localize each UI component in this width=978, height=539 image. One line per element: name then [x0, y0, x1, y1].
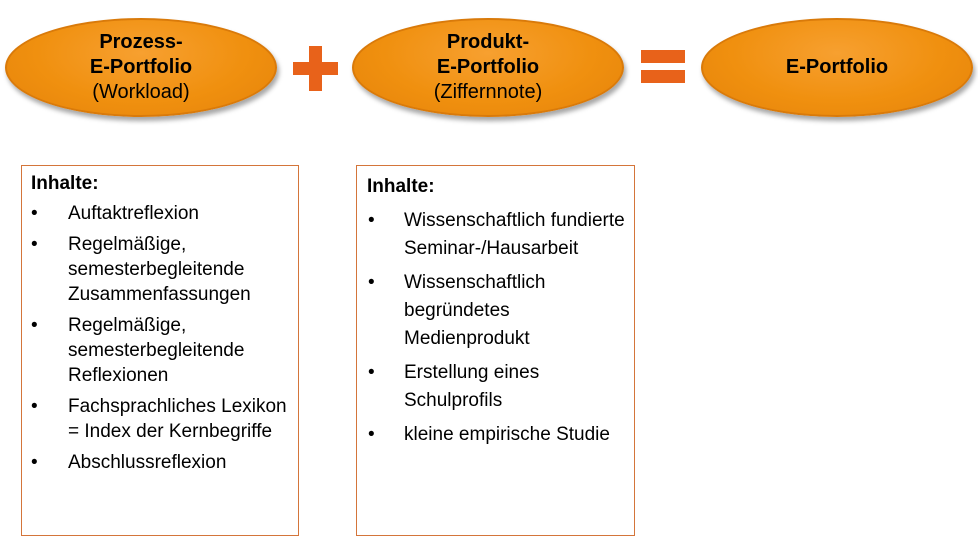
list-item-text: Regelmäßige, semesterbegleitende Zusamme… — [68, 234, 251, 305]
list-item: • Wissenschaftlich begründetes Medienprod… — [357, 269, 634, 353]
bullet-icon: • — [368, 210, 375, 231]
ellipse-line: E-Portfolio — [436, 56, 540, 78]
bullet-icon: • — [31, 203, 38, 224]
list-item: • Fachsprachliches Lexikon = Index der Ke… — [22, 394, 298, 444]
list-item-text: Regelmäßige, semesterbegleitende Reflexi… — [68, 315, 245, 386]
list-item-text: Abschlussreflexion — [68, 452, 227, 473]
list-item-text: Wissenschaftlich begründetes Medienprodu… — [404, 272, 546, 349]
list-item-text: kleine empirische Studie — [404, 424, 610, 445]
list-item: • Wissenschaftlich fundierte Seminar-/Hau… — [357, 207, 634, 263]
content-list: • Wissenschaftlich fundierte Seminar-/Hau… — [357, 207, 634, 455]
produkt-content-box: Inhalte: • Wissenschaftlich fundierte Sem… — [356, 165, 635, 536]
ellipse-line: Prozess- — [99, 31, 183, 53]
ellipse-line: Produkt- — [446, 31, 530, 53]
list-item: • kleine empirische Studie — [357, 421, 634, 449]
plus-icon — [309, 46, 322, 91]
content-list: • Auftaktreflexion • Regelmäßige, semester… — [22, 201, 298, 481]
bullet-icon: • — [368, 272, 375, 293]
bullet-icon: • — [31, 315, 38, 336]
bullet-icon: • — [368, 424, 375, 445]
list-item-text: Auftaktreflexion — [68, 203, 199, 224]
equals-icon — [641, 70, 685, 83]
box-title: Inhalte: — [31, 173, 99, 194]
produkt-eportfolio-ellipse: Produkt- E-Portfolio (Ziffernnote) — [352, 18, 624, 117]
list-item: • Regelmäßige, semesterbegleitende Zusamm… — [22, 232, 298, 307]
bullet-icon: • — [31, 396, 38, 417]
ellipse-subtitle: (Ziffernnote) — [433, 81, 543, 103]
eportfolio-result-ellipse: E-Portfolio — [701, 18, 973, 117]
ellipse-line: E-Portfolio — [89, 56, 193, 78]
box-title: Inhalte: — [367, 176, 435, 197]
list-item: • Regelmäßige, semesterbegleitende Reflex… — [22, 313, 298, 388]
bullet-icon: • — [31, 234, 38, 255]
prozess-eportfolio-ellipse: Prozess- E-Portfolio (Workload) — [5, 18, 277, 117]
list-item-text: Erstellung eines Schulprofils — [404, 362, 540, 411]
ellipse-subtitle: (Workload) — [92, 81, 190, 103]
bullet-icon: • — [31, 452, 38, 473]
prozess-content-box: Inhalte: • Auftaktreflexion • Regelmäßige,… — [21, 165, 299, 536]
ellipse-line: E-Portfolio — [785, 56, 889, 78]
list-item: • Abschlussreflexion — [22, 450, 298, 475]
list-item-text: Fachsprachliches Lexikon = Index der Ker… — [68, 396, 287, 442]
list-item-text: Wissenschaftlich fundierte Seminar-/Haus… — [404, 210, 625, 259]
equals-icon — [641, 50, 685, 63]
list-item: • Erstellung eines Schulprofils — [357, 359, 634, 415]
bullet-icon: • — [368, 362, 375, 383]
list-item: • Auftaktreflexion — [22, 201, 298, 226]
